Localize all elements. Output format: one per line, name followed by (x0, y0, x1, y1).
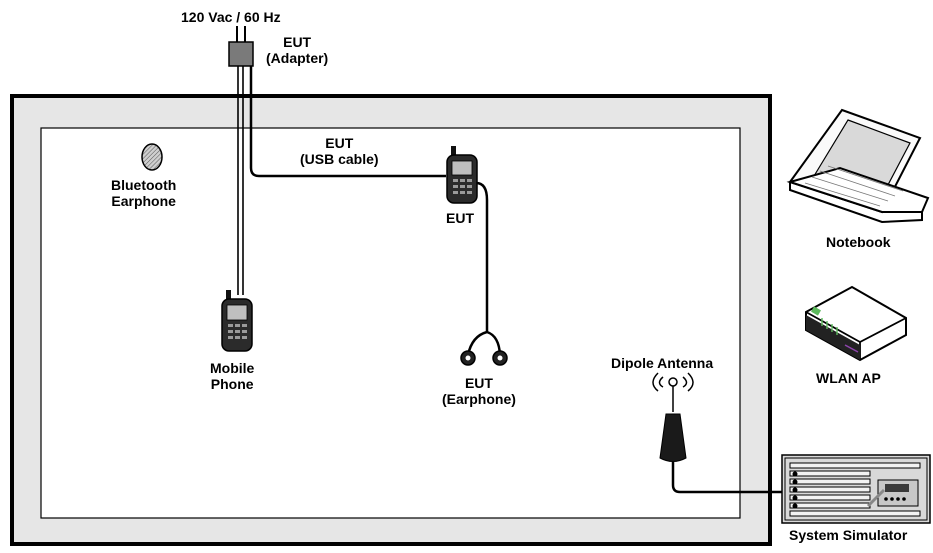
usb-cable-label-line1: EUT (325, 135, 354, 151)
wlan-ap-label: WLAN AP (816, 370, 881, 386)
adapter-cord-to-mobile-phone (237, 66, 244, 295)
eut-phone-icon (446, 146, 478, 204)
bluetooth-earphone-label-line2: Earphone (111, 193, 176, 209)
mobile-phone-label: Mobile Phone (210, 360, 254, 392)
eut-phone-label: EUT (446, 210, 474, 226)
adapter-label-line1: EUT (283, 34, 312, 50)
bluetooth-earphone-label-line1: Bluetooth (111, 177, 177, 193)
system-simulator-label: System Simulator (789, 527, 908, 543)
earphone-label: EUT (Earphone) (442, 375, 516, 407)
antenna-cable-line (671, 462, 790, 494)
adapter-label: EUT (Adapter) (266, 34, 328, 66)
adapter-label-line2: (Adapter) (266, 50, 329, 66)
usb-cable-label: EUT (USB cable) (300, 135, 379, 167)
bluetooth-earphone-icon (141, 143, 163, 171)
dipole-antenna-label: Dipole Antenna (611, 355, 714, 371)
power-source-label: 120 Vac / 60 Hz (181, 9, 281, 25)
earphone-icon (460, 350, 508, 366)
mobile-phone-label-line2: Phone (210, 376, 254, 392)
notebook-icon (786, 108, 930, 224)
dipole-antenna-icon (652, 372, 694, 462)
notebook-label: Notebook (826, 234, 891, 250)
mobile-phone-icon (221, 290, 253, 352)
earphone-label-line2: (Earphone) (442, 391, 516, 407)
mobile-phone-label-line1: Mobile (210, 360, 255, 376)
usb-cable-line (249, 66, 446, 178)
bluetooth-earphone-label: Bluetooth Earphone (111, 177, 176, 209)
earphone-label-line1: EUT (464, 375, 493, 391)
chamber-inner-area (40, 127, 741, 519)
wlan-ap-icon (805, 285, 907, 362)
adapter-plug-icon (228, 26, 254, 67)
system-simulator-icon (781, 454, 931, 524)
usb-cable-label-line2: (USB cable) (300, 151, 379, 167)
